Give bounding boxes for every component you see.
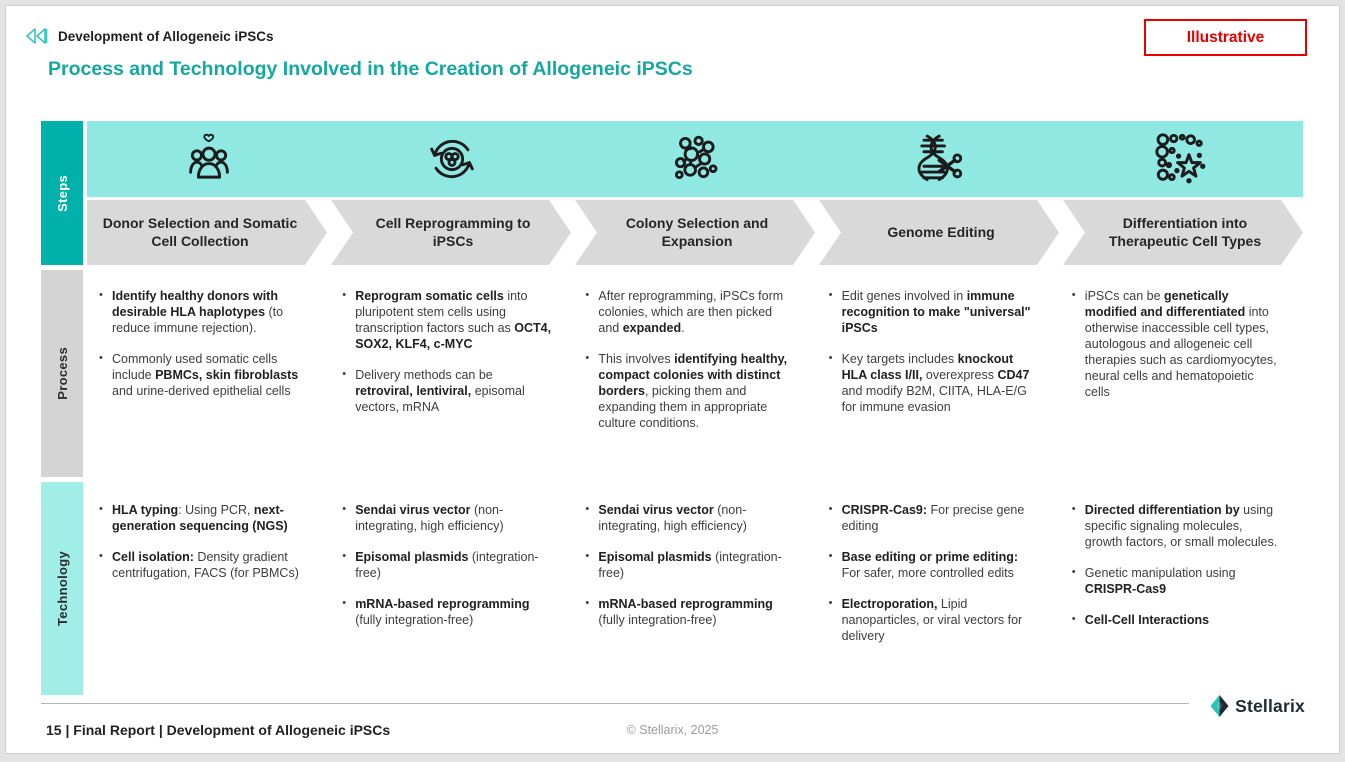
- technology-row-label: Technology: [41, 482, 83, 695]
- bullet-item: Cell isolation: Density gradient centrif…: [97, 549, 308, 581]
- step-chevron-4: Genome Editing: [819, 200, 1059, 265]
- header: Development of Allogeneic iPSCs Process …: [6, 6, 1339, 118]
- bullet-item: After reprogramming, iPSCs form colonies…: [583, 288, 794, 336]
- footer-copyright: © Stellarix, 2025: [626, 723, 719, 737]
- bullet-item: Commonly used somatic cells include PBMC…: [97, 351, 308, 399]
- bullet-item: Sendai virus vector (non-integrating, hi…: [340, 502, 551, 534]
- stellarix-logo: Stellarix: [1209, 694, 1305, 718]
- step-label: Donor Selection and Somatic Cell Collect…: [102, 215, 298, 249]
- differentiation-cells-star-icon: [1060, 121, 1303, 197]
- technology-row: HLA typing: Using PCR, next-generation s…: [87, 477, 1303, 690]
- footer-page-info: 15 | Final Report | Development of Allog…: [46, 722, 391, 738]
- cell-reprogramming-cycle-icon: [330, 121, 573, 197]
- step-label: Colony Selection and Expansion: [625, 215, 769, 249]
- bullet-item: Delivery methods can be retroviral, lent…: [340, 367, 551, 415]
- genome-editing-dna-scissors-icon: [817, 121, 1060, 197]
- row-label-rail: Steps Process Technology: [41, 121, 83, 695]
- technology-cell: Sendai virus vector (non-integrating, hi…: [330, 502, 573, 690]
- step-label: Differentiation into Therapeutic Cell Ty…: [1108, 215, 1262, 249]
- bullet-item: Reprogram somatic cells into pluripotent…: [340, 288, 551, 352]
- process-cell: Identify healthy donors with desirable H…: [87, 288, 330, 477]
- bullet-item: HLA typing: Using PCR, next-generation s…: [97, 502, 308, 534]
- process-row-label: Process: [41, 270, 83, 477]
- step-chevron-5: Differentiation into Therapeutic Cell Ty…: [1063, 200, 1303, 265]
- slide: Development of Allogeneic iPSCs Process …: [5, 5, 1340, 754]
- bullet-item: Directed differentiation by using specif…: [1070, 502, 1281, 550]
- process-row: Identify healthy donors with desirable H…: [87, 265, 1303, 477]
- technology-cell: HLA typing: Using PCR, next-generation s…: [87, 502, 330, 690]
- bullet-item: CRISPR-Cas9: For precise gene editing: [827, 502, 1038, 534]
- bullet-item: mRNA-based reprogramming (fully integrat…: [340, 596, 551, 628]
- bullet-item: Episomal plasmids (integration-free): [340, 549, 551, 581]
- technology-cell: CRISPR-Cas9: For precise gene editingBas…: [817, 502, 1060, 690]
- process-cell: Reprogram somatic cells into pluripotent…: [330, 288, 573, 477]
- process-table: Steps Process Technology Donor Selection…: [41, 121, 1303, 695]
- process-cell: After reprogramming, iPSCs form colonies…: [573, 288, 816, 477]
- breadcrumb: Development of Allogeneic iPSCs: [58, 28, 274, 44]
- illustrative-badge: Illustrative: [1144, 19, 1307, 56]
- footer-divider: [41, 703, 1189, 704]
- steps-row-label: Steps: [41, 121, 83, 265]
- bullet-item: Cell-Cell Interactions: [1070, 612, 1281, 628]
- bullet-item: Key targets includes knockout HLA class …: [827, 351, 1038, 415]
- bullet-item: Sendai virus vector (non-integrating, hi…: [583, 502, 794, 534]
- bullet-item: Electroporation, Lipid nanoparticles, or…: [827, 596, 1038, 644]
- bullet-item: Episomal plasmids (integration-free): [583, 549, 794, 581]
- step-chevron-2: Cell Reprogramming to iPSCs: [331, 200, 571, 265]
- stellarix-diamond-icon: [1210, 695, 1229, 717]
- bullet-item: This involves identifying healthy, compa…: [583, 351, 794, 431]
- bullet-item: Edit genes involved in immune recognitio…: [827, 288, 1038, 336]
- bullet-item: iPSCs can be genetically modified and di…: [1070, 288, 1281, 400]
- step-icon-band: [87, 121, 1303, 197]
- bullet-item: mRNA-based reprogramming (fully integrat…: [583, 596, 794, 628]
- back-rewind-icon[interactable]: [24, 26, 50, 46]
- colony-cluster-icon: [573, 121, 816, 197]
- logo-text: Stellarix: [1235, 695, 1305, 716]
- process-cell: Edit genes involved in immune recognitio…: [817, 288, 1060, 477]
- page-title: Process and Technology Involved in the C…: [48, 58, 693, 80]
- step-chevron-3: Colony Selection and Expansion: [575, 200, 815, 265]
- step-chevron-1: Donor Selection and Somatic Cell Collect…: [87, 200, 327, 265]
- bullet-item: Base editing or prime editing: For safer…: [827, 549, 1038, 581]
- step-label: Cell Reprogramming to iPSCs: [375, 215, 531, 249]
- technology-cell: Directed differentiation by using specif…: [1060, 502, 1303, 690]
- technology-cell: Sendai virus vector (non-integrating, hi…: [573, 502, 816, 690]
- bullet-item: Identify healthy donors with desirable H…: [97, 288, 308, 336]
- process-cell: iPSCs can be genetically modified and di…: [1060, 288, 1303, 477]
- donor-group-heart-icon: [87, 121, 330, 197]
- step-chevron-band: Donor Selection and Somatic Cell Collect…: [87, 200, 1303, 265]
- bullet-item: Genetic manipulation using CRISPR-Cas9: [1070, 565, 1281, 597]
- step-label: Genome Editing: [887, 223, 995, 240]
